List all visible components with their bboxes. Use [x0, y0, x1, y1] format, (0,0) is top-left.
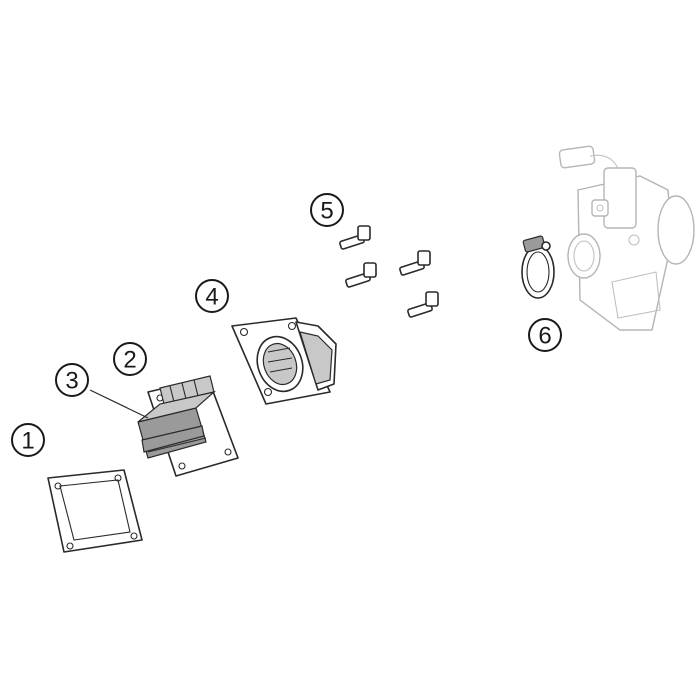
callout-2: 2 — [113, 342, 147, 376]
callout-5-label: 5 — [320, 198, 333, 225]
part-5-bolt — [339, 225, 371, 250]
part-3-reed-petals — [137, 390, 217, 459]
callout-1-label: 1 — [21, 428, 34, 455]
part-5-bolt — [399, 250, 431, 276]
callout-1: 1 — [11, 423, 45, 457]
callout-4: 4 — [195, 279, 229, 313]
callout-3: 3 — [55, 363, 89, 397]
part-1-gasket — [47, 469, 143, 553]
part-4-intake-manifold — [231, 317, 337, 405]
callout-6: 6 — [528, 318, 562, 352]
callout-3-leader — [89, 389, 149, 419]
carburetor-outline — [558, 145, 695, 331]
callout-6-label: 6 — [538, 323, 551, 350]
callout-4-label: 4 — [205, 284, 218, 311]
part-5-bolt — [345, 262, 377, 288]
callout-2-label: 2 — [123, 347, 136, 374]
part-6-hose-clamp — [521, 235, 555, 299]
part-5-bolt — [407, 291, 439, 318]
callout-3-label: 3 — [65, 368, 78, 395]
callout-5: 5 — [310, 193, 344, 227]
